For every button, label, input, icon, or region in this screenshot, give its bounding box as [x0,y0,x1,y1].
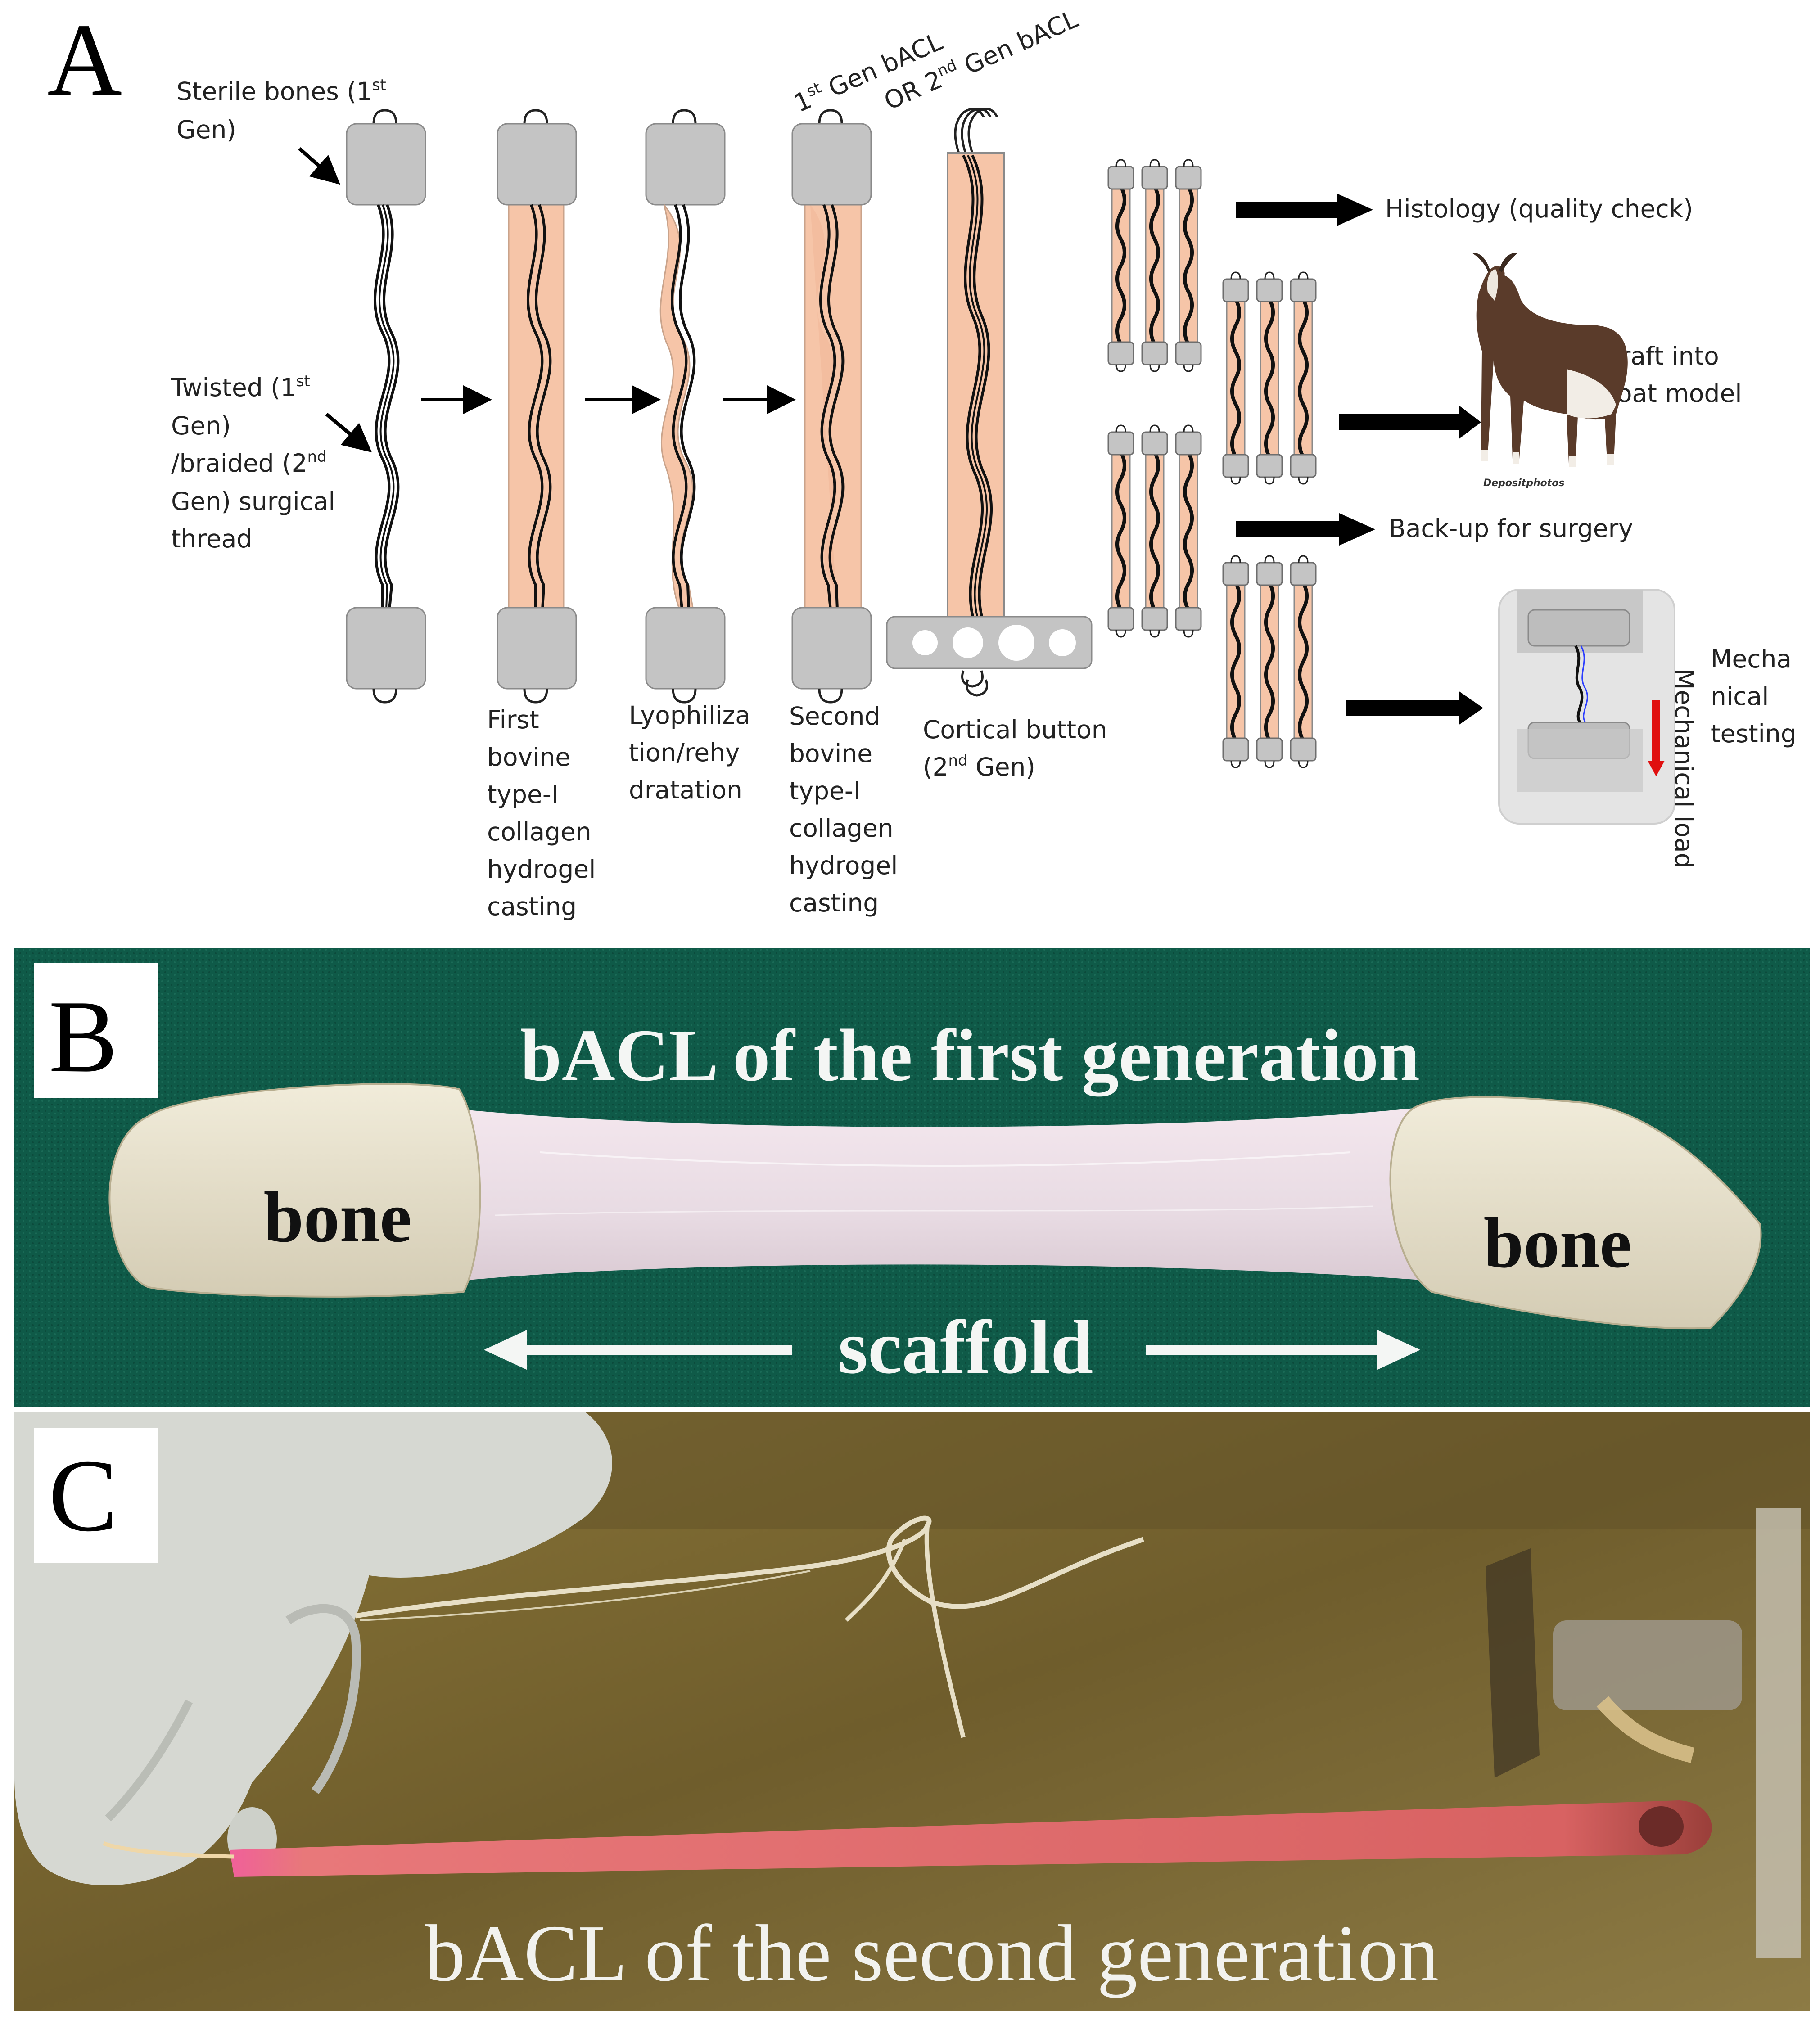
bone-left-label: bone [264,1177,412,1257]
bone-left [108,1083,481,1298]
goat-illustration: Depositphotos [1472,253,1628,489]
construct-lyophilized [645,109,726,704]
mini-construct [1175,159,1202,372]
panel-a-letter: A [47,2,122,117]
panel-b-letter-box [34,963,158,1098]
backup-label: Back-up for surgery [1389,514,1633,543]
mechanical-load-label: Mechanical load [1670,668,1698,869]
twisted-thread-arrow [325,412,372,453]
mini-construct [1141,424,1168,638]
scaffold-arrow-left [484,1330,792,1370]
scaffold-label: scaffold [838,1305,1093,1389]
panel-c-title: bACL of the second generation [425,1908,1439,1998]
panel-b: B bACL of the first generation bone bone… [14,948,1810,1407]
glove [14,1412,612,1885]
panel-b-letter: B [49,979,117,1094]
outcome-arrows [1236,194,1483,725]
histology-label: Histology (quality check) [1385,194,1693,223]
suture-thread [355,1515,1144,1619]
mini-construct [1290,271,1317,485]
scaffold-tissue [405,1103,1427,1287]
mini-construct [1141,159,1168,372]
sterile-bones-arrow [298,147,340,185]
mini-construct [1222,555,1249,768]
mini-construct [1222,271,1249,485]
cortical-button-label: Cortical button(2nd Gen) [923,715,1107,781]
mini-construct-groups [1107,159,1317,768]
bone-right [1389,1096,1762,1330]
construct-second-gen [886,108,1093,697]
panel-c-letter: C [49,1438,117,1553]
construct-thread-only [346,109,426,704]
mini-construct [1107,159,1134,372]
bone-right-label: bone [1484,1203,1632,1283]
construct-first-casting [497,109,577,704]
mini-construct [1256,555,1283,768]
cortical-button [886,616,1093,669]
panel-b-title: bACL of the first generation [520,1014,1420,1097]
mini-construct [1290,555,1317,768]
goat-watermark: Depositphotos [1483,478,1564,489]
bacl-graft [230,1800,1712,1877]
panel-c: C bACL of the second generation [14,1412,1810,2011]
mini-construct [1256,271,1283,485]
construct-second-casting [791,109,872,704]
mechanical-tester: Mechanical load [1498,589,1698,869]
panel-c-letter-box [34,1428,158,1563]
mini-construct [1175,424,1202,638]
scaffold-arrow-right [1146,1330,1420,1370]
mini-construct [1107,424,1134,638]
